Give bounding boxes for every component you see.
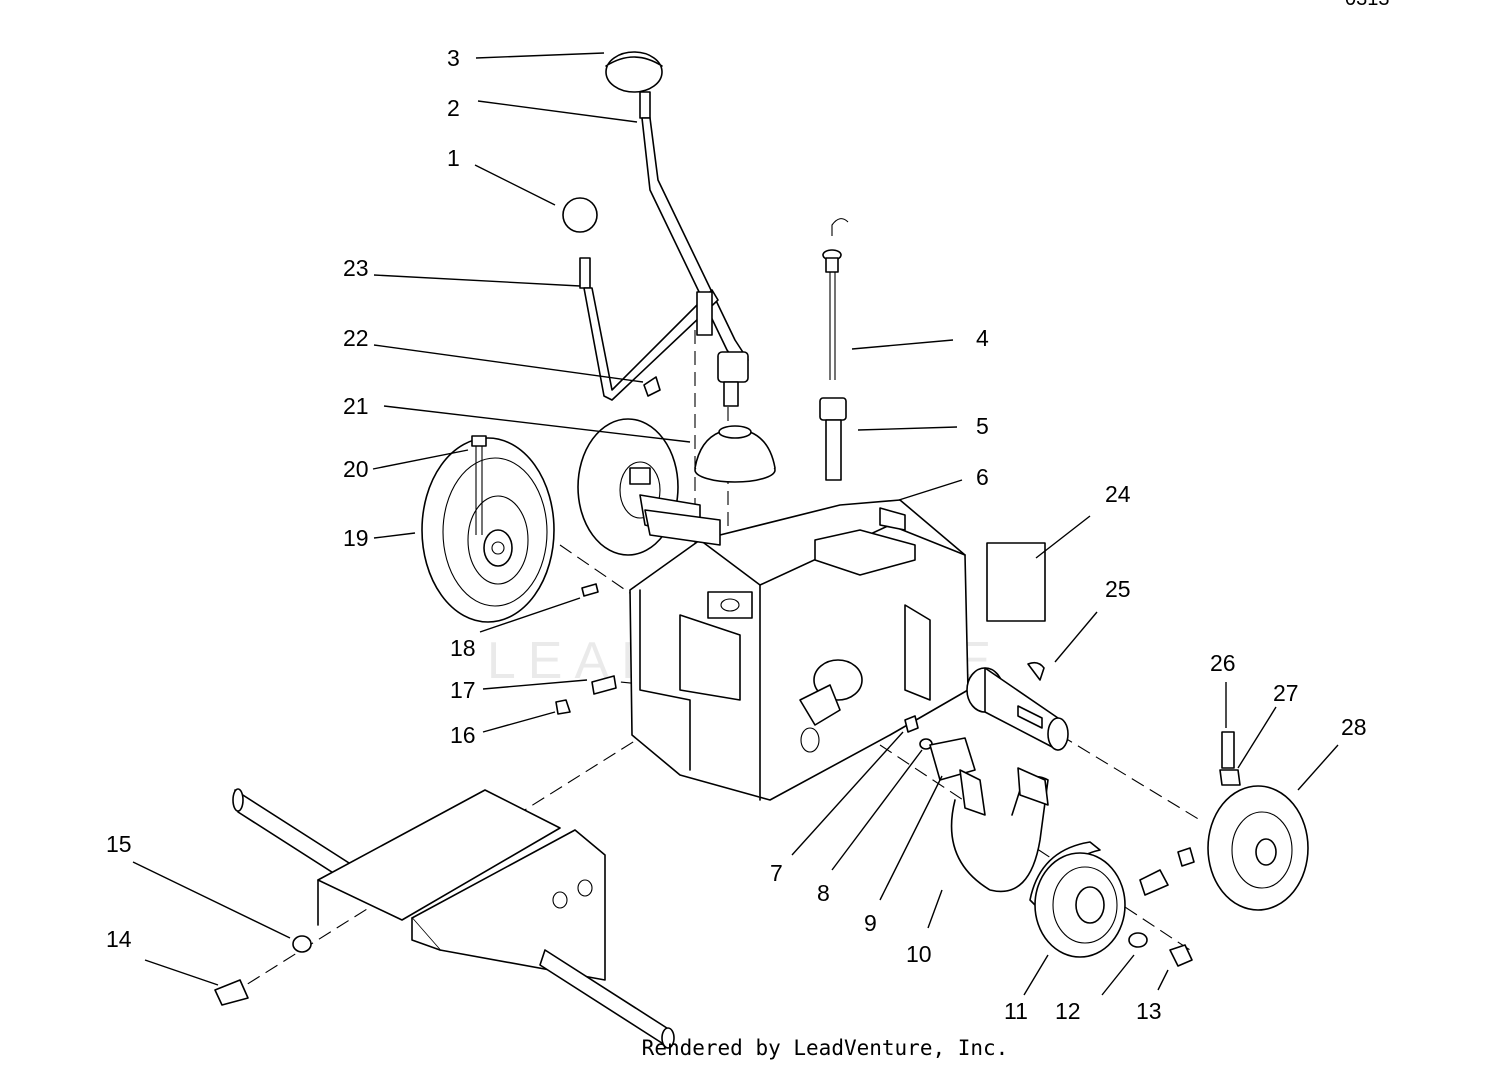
leader-lines [132,52,1339,996]
brake-band [950,767,1049,893]
callout-11: 11 [1004,998,1028,1024]
callout-8: 8 [817,880,830,906]
footer-credit: Rendered by LeadVenture, Inc. [641,1036,1009,1060]
callout-25: 25 [1105,576,1131,602]
callout-19: 19 [343,525,369,551]
shift-lever [605,51,749,407]
drum-fasteners [1128,932,1193,967]
brake-drum [1029,841,1126,958]
mounting-frame [232,788,675,1049]
wheel-hub [1139,731,1309,911]
callout-26: 26 [1210,650,1236,676]
decal [986,542,1046,622]
callout-14: 14 [106,926,132,952]
callout-labels: 3 2 1 23 22 21 20 19 18 17 16 4 5 6 24 2… [106,45,1367,1024]
shift-boot [694,425,776,483]
callout-28: 28 [1341,714,1367,740]
callout-24: 24 [1105,481,1131,507]
page-code: 0313 [1345,0,1390,11]
callout-23: 23 [343,255,369,281]
callout-16: 16 [450,722,476,748]
dipstick-assembly [819,218,849,481]
callout-22: 22 [343,325,369,351]
key [581,583,599,597]
callout-21: 21 [343,393,369,419]
callout-3: 3 [447,45,460,71]
pulley [421,435,555,623]
callout-4: 4 [976,325,989,351]
callout-13: 13 [1136,998,1162,1024]
left-axle [644,509,721,546]
adjust-screw [555,675,617,715]
right-axle [966,661,1069,751]
brake-hardware [904,715,976,781]
transaxle-housing [629,499,969,801]
callout-10: 10 [906,941,932,967]
callout-7: 7 [770,860,783,886]
callout-27: 27 [1273,680,1299,706]
range-lever [562,197,719,401]
callout-5: 5 [976,413,989,439]
callout-2: 2 [447,95,460,121]
frame-fasteners [214,935,312,1006]
callout-17: 17 [450,677,476,703]
callout-12: 12 [1055,998,1081,1024]
callout-1: 1 [447,145,460,171]
callout-20: 20 [343,456,369,482]
callout-18: 18 [450,635,476,661]
callout-9: 9 [864,910,877,936]
callout-15: 15 [106,831,132,857]
callout-6: 6 [976,464,989,490]
